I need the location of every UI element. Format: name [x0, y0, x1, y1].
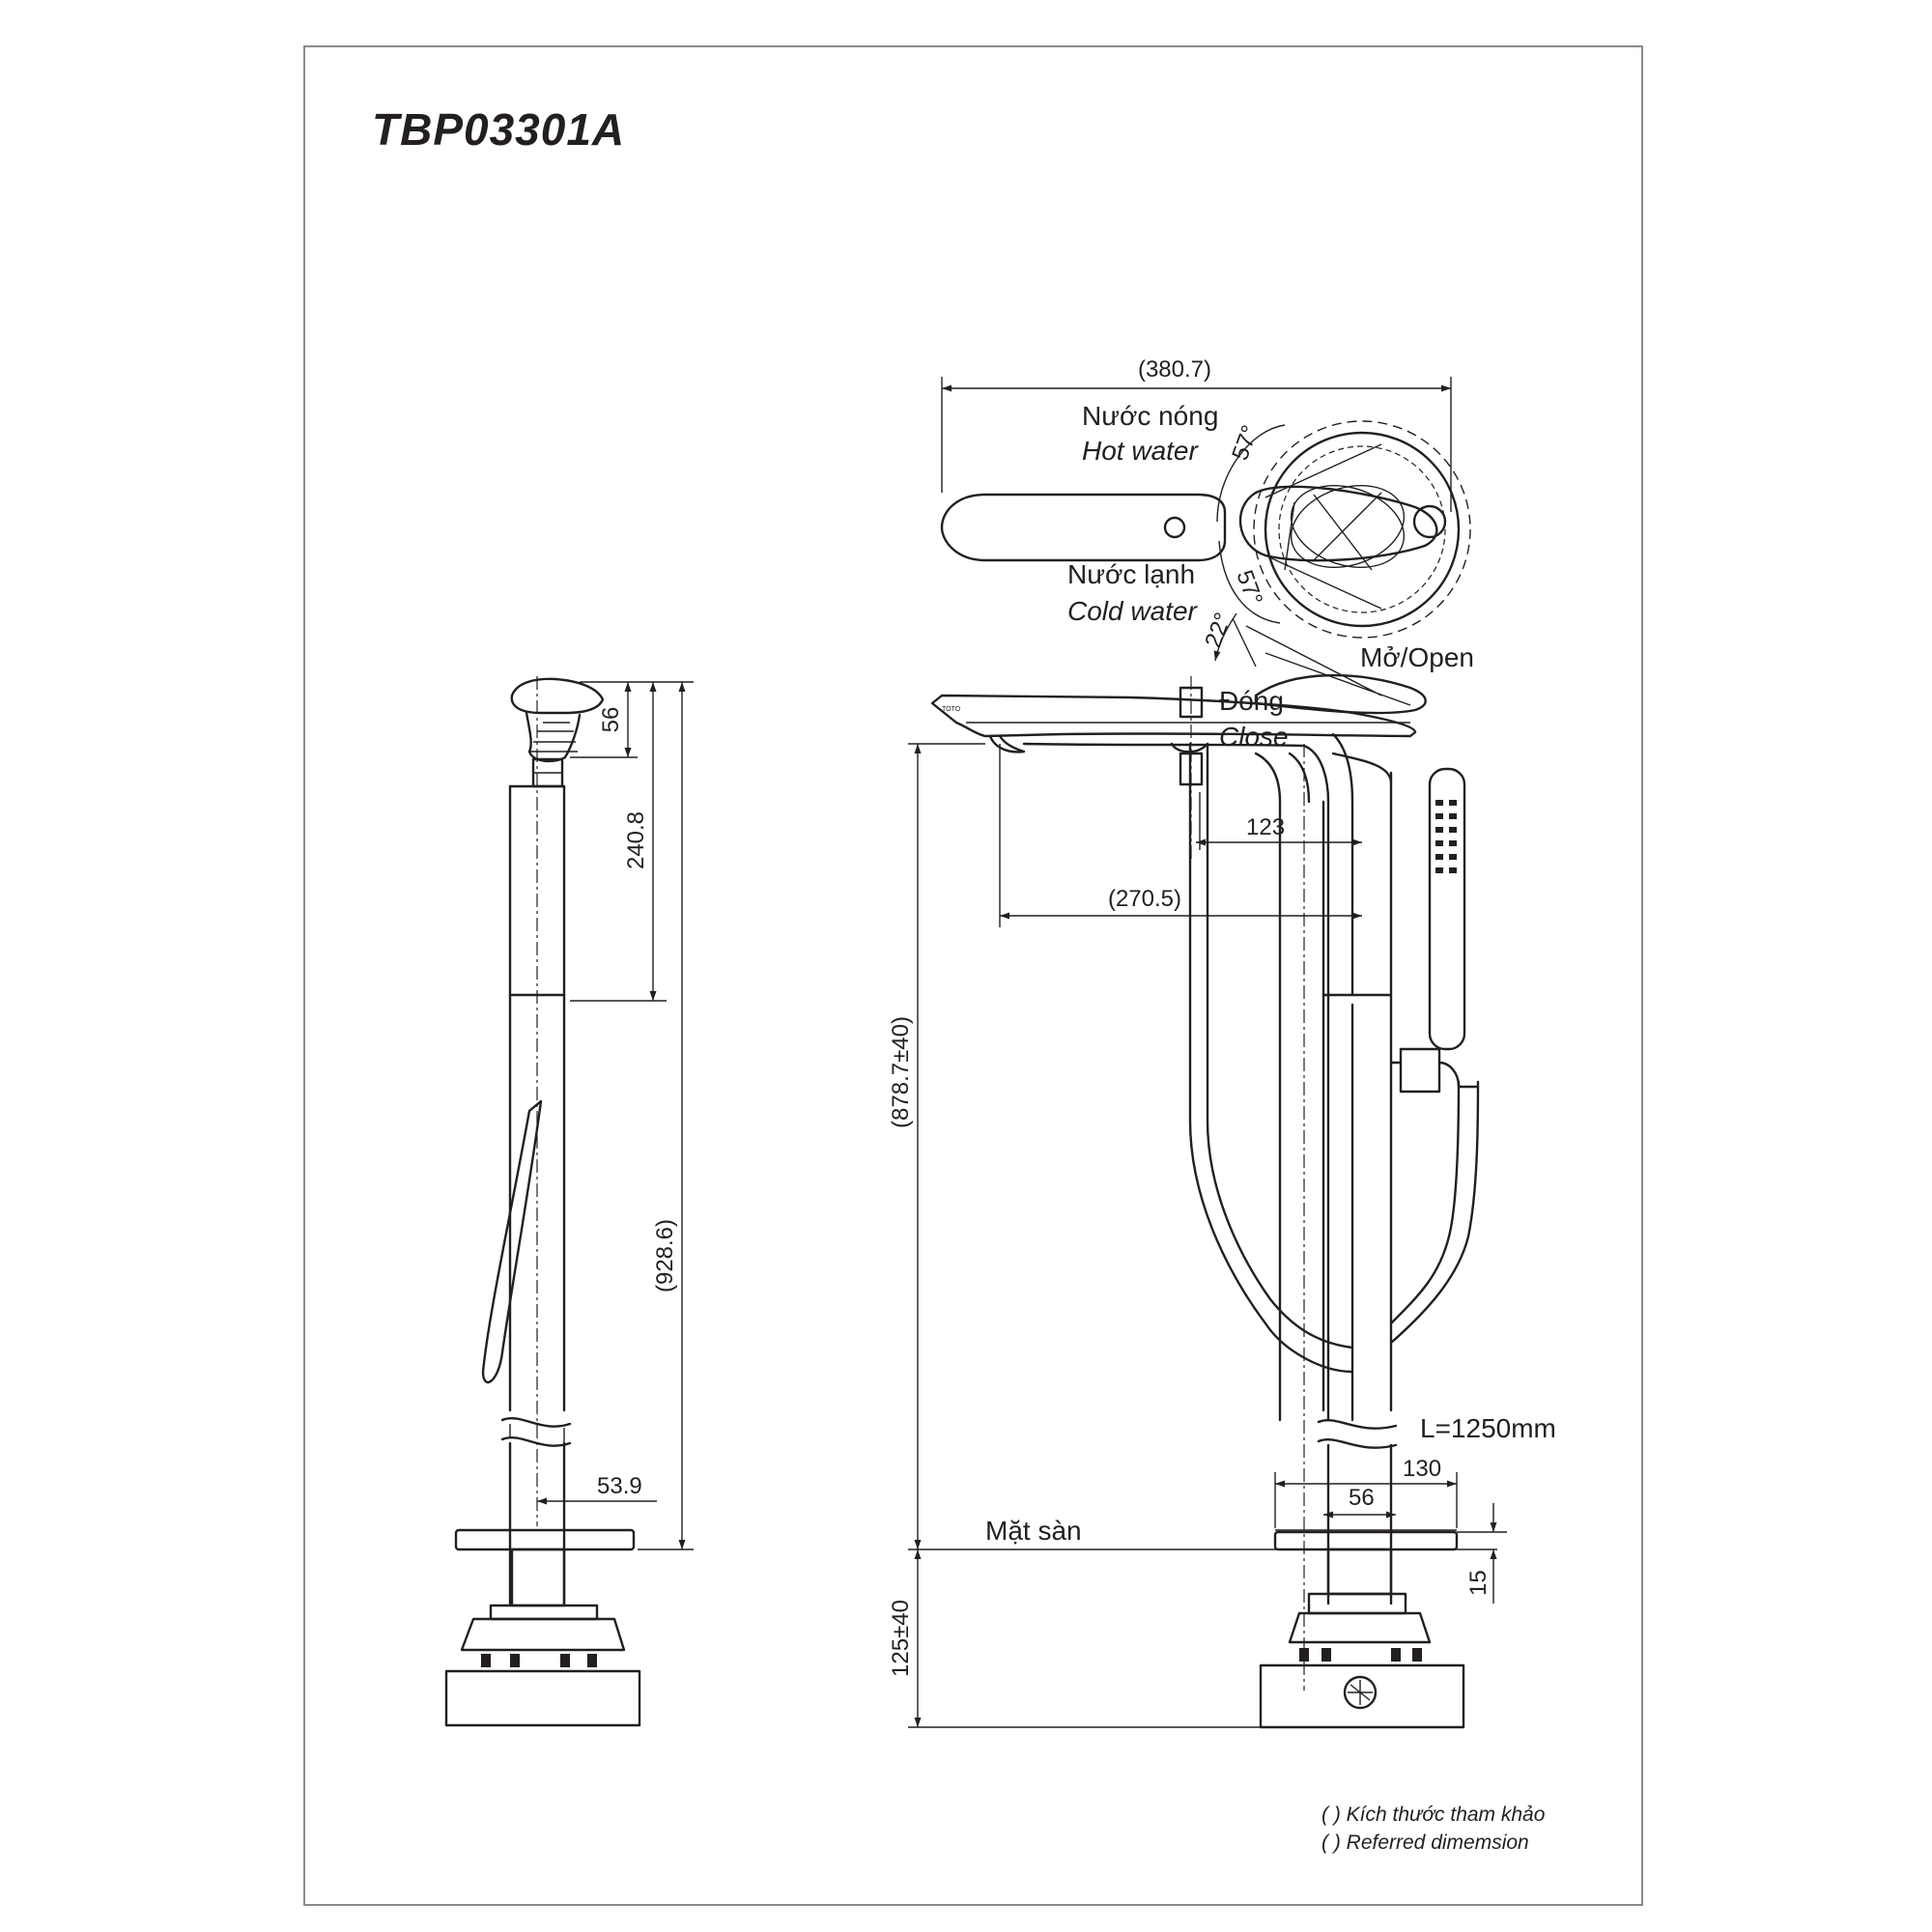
dim-base-outer: 130 [1403, 1456, 1441, 1482]
top-lever [1238, 485, 1438, 562]
label-hot-water-en: Hot water [1082, 436, 1199, 466]
dim-side-base-half: 53.9 [597, 1473, 642, 1499]
side-dimensions: 56 240.8 (928.6) 53.9 [537, 681, 694, 1550]
side-lever [481, 1099, 543, 1384]
label-cold-water-en: Cold water [1067, 596, 1199, 626]
dim-hot-angle: 57° [1227, 422, 1264, 464]
front-base-block [1259, 1663, 1465, 1729]
side-handle-cone [525, 711, 582, 763]
dim-total-height-side: (928.6) [652, 1219, 678, 1293]
front-hand-shower [1428, 767, 1466, 1051]
drawing-frame [303, 45, 1643, 1906]
label-hot-water-vi: Nước nóng [1082, 401, 1218, 431]
label-floor: Mặt sàn [985, 1516, 1082, 1546]
front-floor-plate [1273, 1530, 1459, 1551]
dim-handle-width: (380.7) [1138, 356, 1211, 383]
note-reference-en: ( ) Referred dimemsion [1321, 1832, 1529, 1854]
label-hose-length: L=1250mm [1420, 1413, 1556, 1443]
label-cold-water-vi: Nước lạnh [1067, 559, 1195, 589]
side-base-block [444, 1669, 641, 1727]
side-floor-plate [454, 1528, 636, 1551]
top-spout [940, 493, 1227, 562]
dim-under-floor: 125±40 [888, 1600, 914, 1677]
dim-cold-angle: 57° [1231, 567, 1267, 609]
dim-top-height: 56 [598, 707, 624, 733]
side-view [444, 676, 641, 1727]
dim-spout-offset: 123 [1246, 814, 1285, 840]
dim-total-height-front: (878.7±40) [888, 1016, 914, 1128]
side-handle-top [510, 677, 605, 715]
top-base-outer [1264, 431, 1461, 628]
front-spout [930, 694, 1417, 738]
dim-upper-body: 240.8 [623, 811, 649, 869]
note-reference-vi: ( ) Kích thước tham khảo [1321, 1804, 1546, 1826]
front-view: TOTO [930, 625, 1480, 1729]
model-title: TBP03301A [372, 104, 625, 155]
dim-base-inner: 56 [1349, 1485, 1375, 1511]
dim-spout-reach: (270.5) [1108, 886, 1181, 912]
top-view [940, 420, 1471, 639]
svg-text:TOTO: TOTO [942, 706, 961, 713]
front-dimensions: 123 (270.5) (878.7±40) 125±40 Mặt sàn L=… [888, 743, 1556, 1728]
label-open: Mở/Open [1360, 642, 1474, 672]
label-close-en: Close [1219, 722, 1289, 752]
dim-base-thickness: 15 [1465, 1570, 1492, 1596]
front-hose [1188, 742, 1354, 1374]
dim-open-angle: 22° [1200, 610, 1236, 651]
